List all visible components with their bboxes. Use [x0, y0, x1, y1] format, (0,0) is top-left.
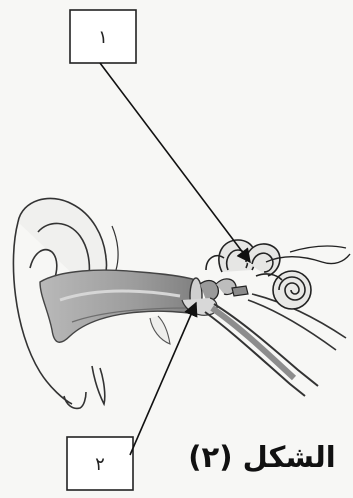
- label-1-arrow: [100, 63, 250, 262]
- inner-ear: [206, 240, 350, 309]
- figure-caption: الشكل (٢): [176, 440, 348, 474]
- label-1-group: ١: [70, 10, 136, 63]
- ear-canal: [40, 270, 200, 342]
- label-1-text: ١: [98, 27, 108, 48]
- eustachian-tube: [205, 294, 346, 396]
- label-2-group: ٢: [67, 437, 133, 490]
- label-2-text: ٢: [95, 454, 105, 475]
